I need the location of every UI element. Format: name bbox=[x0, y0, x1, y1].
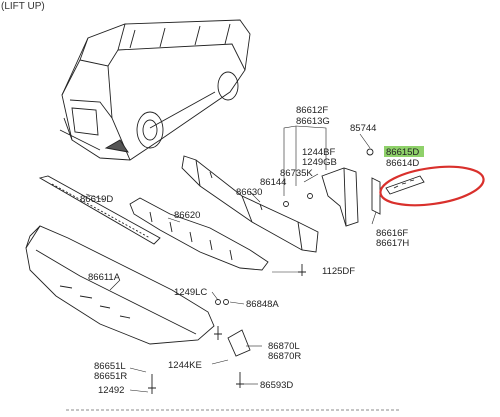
absorber-strip bbox=[38, 175, 161, 245]
highlight-circle bbox=[379, 165, 485, 207]
label-86612F[interactable]: 86612F bbox=[296, 105, 328, 116]
leader-lines bbox=[85, 125, 377, 393]
label-86848A[interactable]: 86848A bbox=[246, 299, 279, 310]
label-1125DF[interactable]: 1125DF bbox=[322, 266, 355, 277]
label-86870L[interactable]: 86870L bbox=[268, 341, 300, 352]
van-illustration bbox=[59, 19, 251, 161]
label-86630[interactable]: 86630 bbox=[236, 187, 262, 198]
label-86617H[interactable]: 86617H bbox=[376, 238, 409, 249]
label-1249LC[interactable]: 1249LC bbox=[174, 287, 207, 298]
part-labels: 86612F 86613G 85744 1244BF 1249GB 86615D… bbox=[80, 105, 424, 396]
label-86870R[interactable]: 86870R bbox=[268, 351, 301, 362]
label-86620[interactable]: 86620 bbox=[174, 210, 200, 221]
label-86616F[interactable]: 86616F bbox=[376, 228, 408, 239]
label-86651L[interactable]: 86651L bbox=[94, 361, 126, 372]
lift-up-caption: (LIFT UP) bbox=[1, 1, 45, 12]
label-1249GB[interactable]: 1249GB bbox=[302, 157, 337, 168]
reflector-strip-86615D[interactable] bbox=[385, 175, 425, 195]
label-1244KE[interactable]: 1244KE bbox=[168, 360, 202, 371]
corner-bracket bbox=[321, 167, 359, 227]
highlight-label-box bbox=[384, 146, 424, 157]
label-86593D[interactable]: 86593D bbox=[260, 380, 293, 391]
label-86613G[interactable]: 86613G bbox=[296, 116, 330, 127]
label-86611A[interactable]: 86611A bbox=[88, 272, 121, 283]
label-1244BF[interactable]: 1244BF bbox=[302, 147, 335, 158]
label-86651R[interactable]: 86651R bbox=[94, 371, 127, 382]
label-86614D[interactable]: 86614D bbox=[386, 158, 419, 169]
rear-beam bbox=[181, 155, 319, 253]
fasteners bbox=[148, 148, 374, 394]
bumper-cover bbox=[25, 225, 215, 345]
label-12492[interactable]: 12492 bbox=[98, 385, 124, 396]
label-86615D[interactable]: 86615D bbox=[386, 147, 419, 158]
side-bracket bbox=[371, 177, 381, 215]
label-86735K[interactable]: 86735K bbox=[280, 168, 313, 179]
label-86619D[interactable]: 86619D bbox=[80, 194, 113, 205]
foam-absorber bbox=[129, 197, 269, 271]
label-86144[interactable]: 86144 bbox=[260, 177, 286, 188]
label-85744[interactable]: 85744 bbox=[350, 123, 376, 134]
